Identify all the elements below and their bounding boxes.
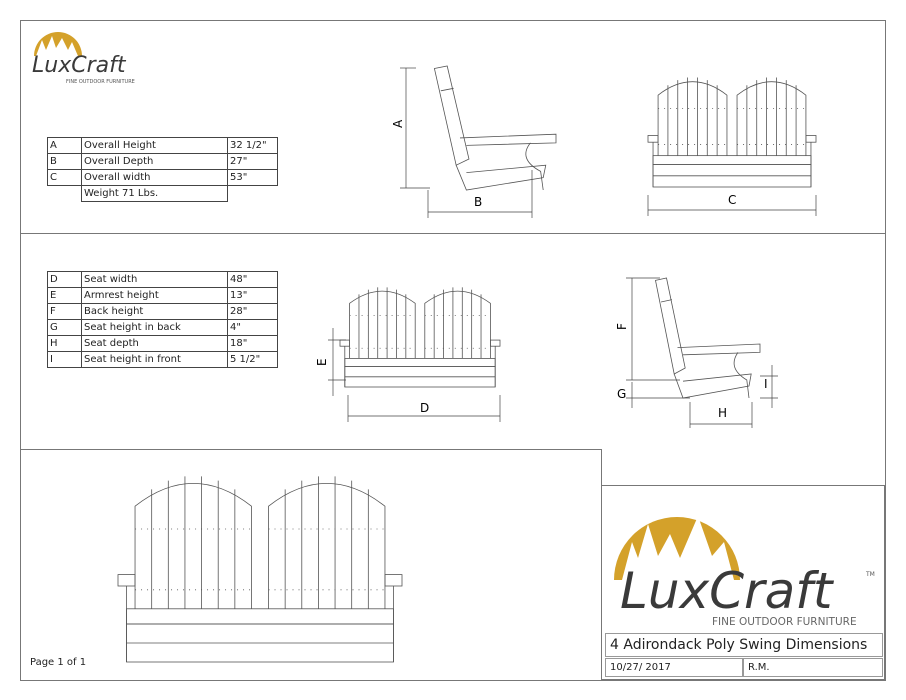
right-armrest xyxy=(489,339,501,347)
backrest xyxy=(268,483,386,609)
dim-label-b: B xyxy=(474,195,482,209)
right-armrest xyxy=(805,135,817,143)
backrest-side xyxy=(655,277,686,375)
divider xyxy=(20,449,601,450)
armrest-side xyxy=(677,343,761,356)
drawing-author: R.M. xyxy=(743,658,883,677)
backrest xyxy=(736,81,807,156)
svg-text:LuxCraft: LuxCraft xyxy=(32,53,127,78)
divider xyxy=(601,449,602,485)
table-row: Weight 71 Lbs. xyxy=(48,185,278,202)
drawing-date: 10/27/ 2017 xyxy=(605,658,743,677)
left-armrest xyxy=(117,574,136,587)
trademark: TM xyxy=(865,571,875,578)
dim-label-c: C xyxy=(728,193,736,207)
value-cell: 53" xyxy=(227,169,278,186)
logo-tagline: FINE OUTDOOR FURNITURE xyxy=(712,616,857,628)
front-view-large xyxy=(117,476,403,663)
dim-label-h: H xyxy=(718,406,727,420)
backrest xyxy=(134,483,252,609)
title-block: LuxCraft TM FINE OUTDOOR FURNITURE 4 Adi… xyxy=(601,485,885,680)
svg-text:FINE OUTDOOR FURNITURE: FINE OUTDOOR FURNITURE xyxy=(66,79,135,85)
luxcraft-logo-large: LuxCraft TM FINE OUTDOOR FURNITURE xyxy=(614,516,875,628)
backrest-side xyxy=(433,65,470,166)
seat xyxy=(652,155,812,165)
page-number: Page 1 of 1 xyxy=(30,657,87,668)
dim-label-f: F xyxy=(615,323,629,330)
seat-side xyxy=(455,164,547,191)
armrest-side xyxy=(459,133,557,146)
seat-side xyxy=(673,373,752,399)
side-view-middle xyxy=(655,277,761,399)
luxcraft-logo: LuxCraft FINE OUTDOOR FURNITURE xyxy=(32,32,135,85)
value-cell: 5 1/2" xyxy=(227,351,278,368)
left-armrest xyxy=(339,339,351,347)
drawing-title: 4 Adirondack Poly Swing Dimensions xyxy=(605,633,883,657)
arm-support xyxy=(733,352,750,399)
backrest xyxy=(349,290,416,359)
weight-cell: Weight 71 Lbs. xyxy=(81,185,228,202)
dim-label-d: D xyxy=(420,401,429,415)
right-armrest xyxy=(384,574,403,587)
dimension-lines xyxy=(328,67,817,428)
drawing-border xyxy=(20,20,886,681)
backrest xyxy=(424,290,491,359)
seat xyxy=(344,358,496,368)
line xyxy=(440,87,454,92)
svg-text:LuxCraft: LuxCraft xyxy=(620,562,835,620)
dim-label-i: I xyxy=(764,377,768,391)
dim-label-e: E xyxy=(315,358,329,366)
front-view-top xyxy=(647,77,817,188)
front-view-middle xyxy=(339,287,501,388)
dim-label-g: G xyxy=(617,387,626,401)
backrest xyxy=(657,81,728,156)
left-armrest xyxy=(647,135,659,143)
arm-support xyxy=(525,142,544,191)
dim-label-a: A xyxy=(391,119,405,128)
line xyxy=(660,299,673,303)
seat xyxy=(126,608,394,625)
side-view-top xyxy=(433,65,557,191)
divider xyxy=(20,233,886,234)
